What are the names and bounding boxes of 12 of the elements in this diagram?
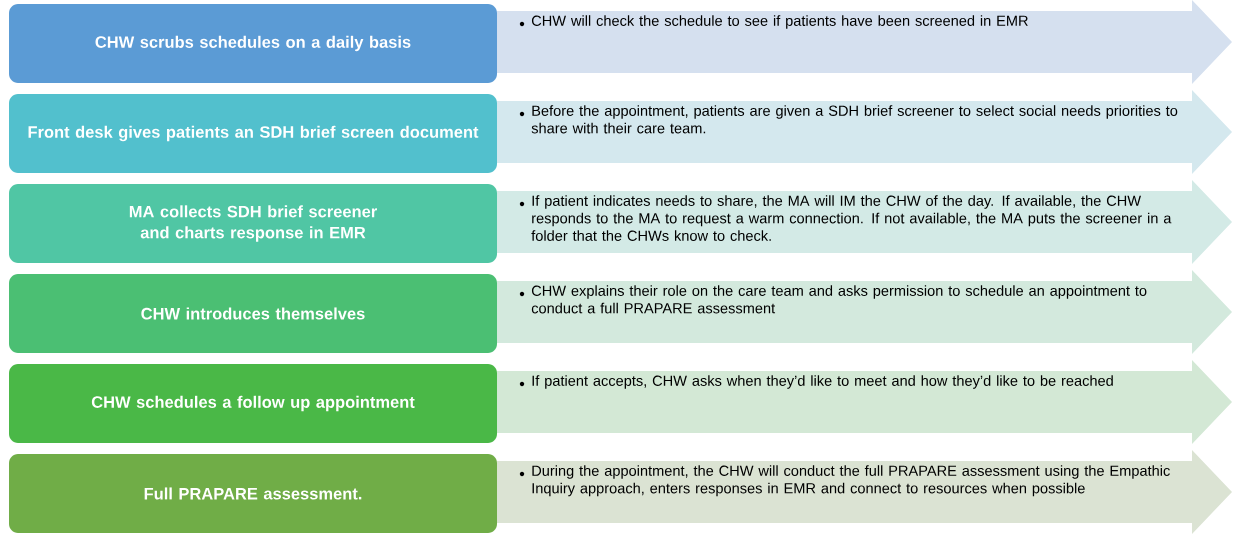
step-box: Front desk gives patients an SDH brief screen document	[9, 94, 497, 173]
step-box: CHW introduces themselves	[9, 274, 497, 353]
arrow-band: If patient accepts, CHW asks when they’d like to meet and how they’d like to be reached	[497, 360, 1232, 444]
arrow-band: CHW explains their role on the care team and asks permission to schedule an appointment to conduct a full PRAPARE assessment	[497, 270, 1232, 354]
arrow-band: CHW will check the schedule to see if patients have been screened in EMR	[497, 0, 1232, 84]
step-box: CHW schedules a follow up appointment	[9, 364, 497, 443]
arrow-band: If patient indicates needs to share, the MA will IM the CHW of the day. If available, the CHW responds to the MA to request a warm connection. If not available, the MA puts the screener in a folder that the CHWs know to check.	[497, 180, 1232, 264]
arrow-band: Before the appointment, patients are given a SDH brief screener to select social needs priorities to share with their care team.	[497, 90, 1232, 174]
step-box: Full PRAPARE assessment.	[9, 454, 497, 533]
step-box: CHW scrubs schedules on a daily basis	[9, 4, 497, 83]
step-box: MA collects SDH brief screener and charts response in EMR	[9, 184, 497, 263]
arrow-band: During the appointment, the CHW will conduct the full PRAPARE assessment using the Empathic Inquiry approach, enters responses in EMR and connect to resources when possible	[497, 450, 1232, 534]
